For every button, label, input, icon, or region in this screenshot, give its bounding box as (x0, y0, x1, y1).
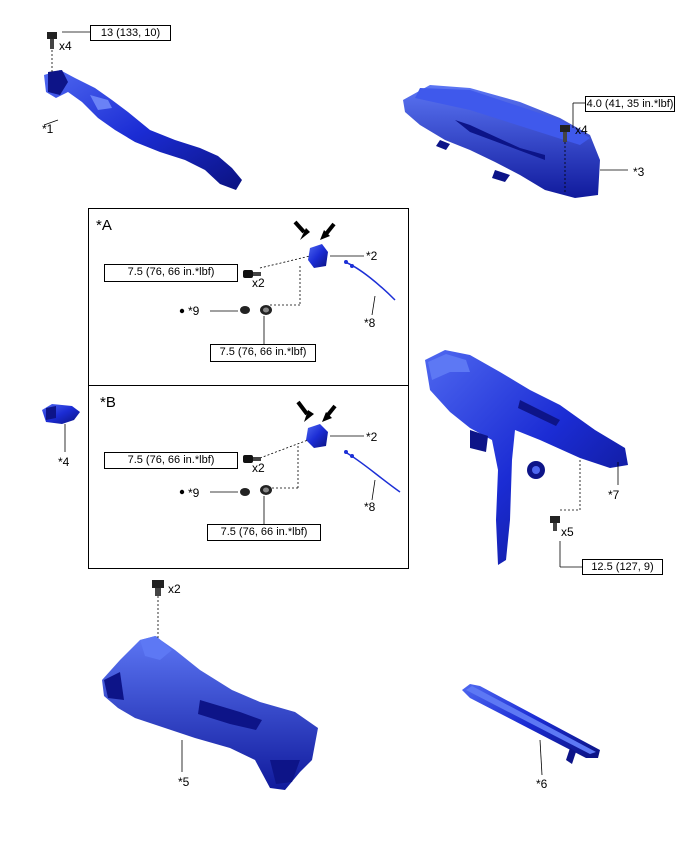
callout-part-3: *3 (633, 165, 645, 179)
callout-part-9a: *9 (188, 304, 200, 318)
qty-label-3: x4 (575, 123, 588, 137)
bolt-icon (152, 580, 164, 596)
section-a-label: *A (96, 217, 112, 234)
section-b-label: *B (100, 394, 116, 411)
torque-spec-a-lower: 7.5 (76, 66 in.*lbf) (210, 344, 316, 362)
part-4-clip (42, 404, 80, 424)
part-7-frame (425, 350, 628, 565)
section-a-assembly (179, 220, 396, 348)
qty-label-5: x2 (168, 582, 181, 596)
torque-spec-7: 12.5 (127, 9) (582, 559, 663, 575)
part-1-bracket (44, 70, 242, 190)
torque-spec-1: 13 (133, 10) (90, 25, 171, 41)
bolt-icon (550, 516, 560, 531)
section-b-assembly (179, 400, 401, 526)
torque-spec-b-upper: 7.5 (76, 66 in.*lbf) (104, 452, 238, 469)
bolt-icon (47, 32, 57, 49)
nut-icon (243, 455, 261, 463)
callout-part-8b: *8 (364, 500, 376, 514)
callout-part-4: *4 (58, 455, 70, 469)
callout-part-5: *5 (178, 775, 190, 789)
torque-spec-b-lower: 7.5 (76, 66 in.*lbf) (207, 524, 321, 541)
part-3-duct (403, 85, 600, 198)
callout-part-6: *6 (536, 777, 548, 791)
callout-part-1: *1 (42, 122, 54, 136)
section-b-frame (88, 385, 409, 569)
callout-part-7: *7 (608, 488, 620, 502)
qty-label-7: x5 (561, 525, 574, 539)
callout-part-8a: *8 (364, 316, 376, 330)
bolt-icon (560, 125, 570, 142)
nut-icon (243, 270, 261, 278)
part-5-bracket (102, 636, 318, 790)
callout-part-2b: *2 (366, 430, 378, 444)
qty-label-a: x2 (252, 276, 265, 290)
torque-spec-a-upper: 7.5 (76, 66 in.*lbf) (104, 264, 238, 282)
callout-part-2a: *2 (366, 249, 378, 263)
callout-part-9b: *9 (188, 486, 200, 500)
qty-label-1: x4 (59, 39, 72, 53)
torque-spec-3: 4.0 (41, 35 in.*lbf) (585, 96, 675, 112)
qty-label-b: x2 (252, 461, 265, 475)
part-6-rail (462, 684, 600, 764)
